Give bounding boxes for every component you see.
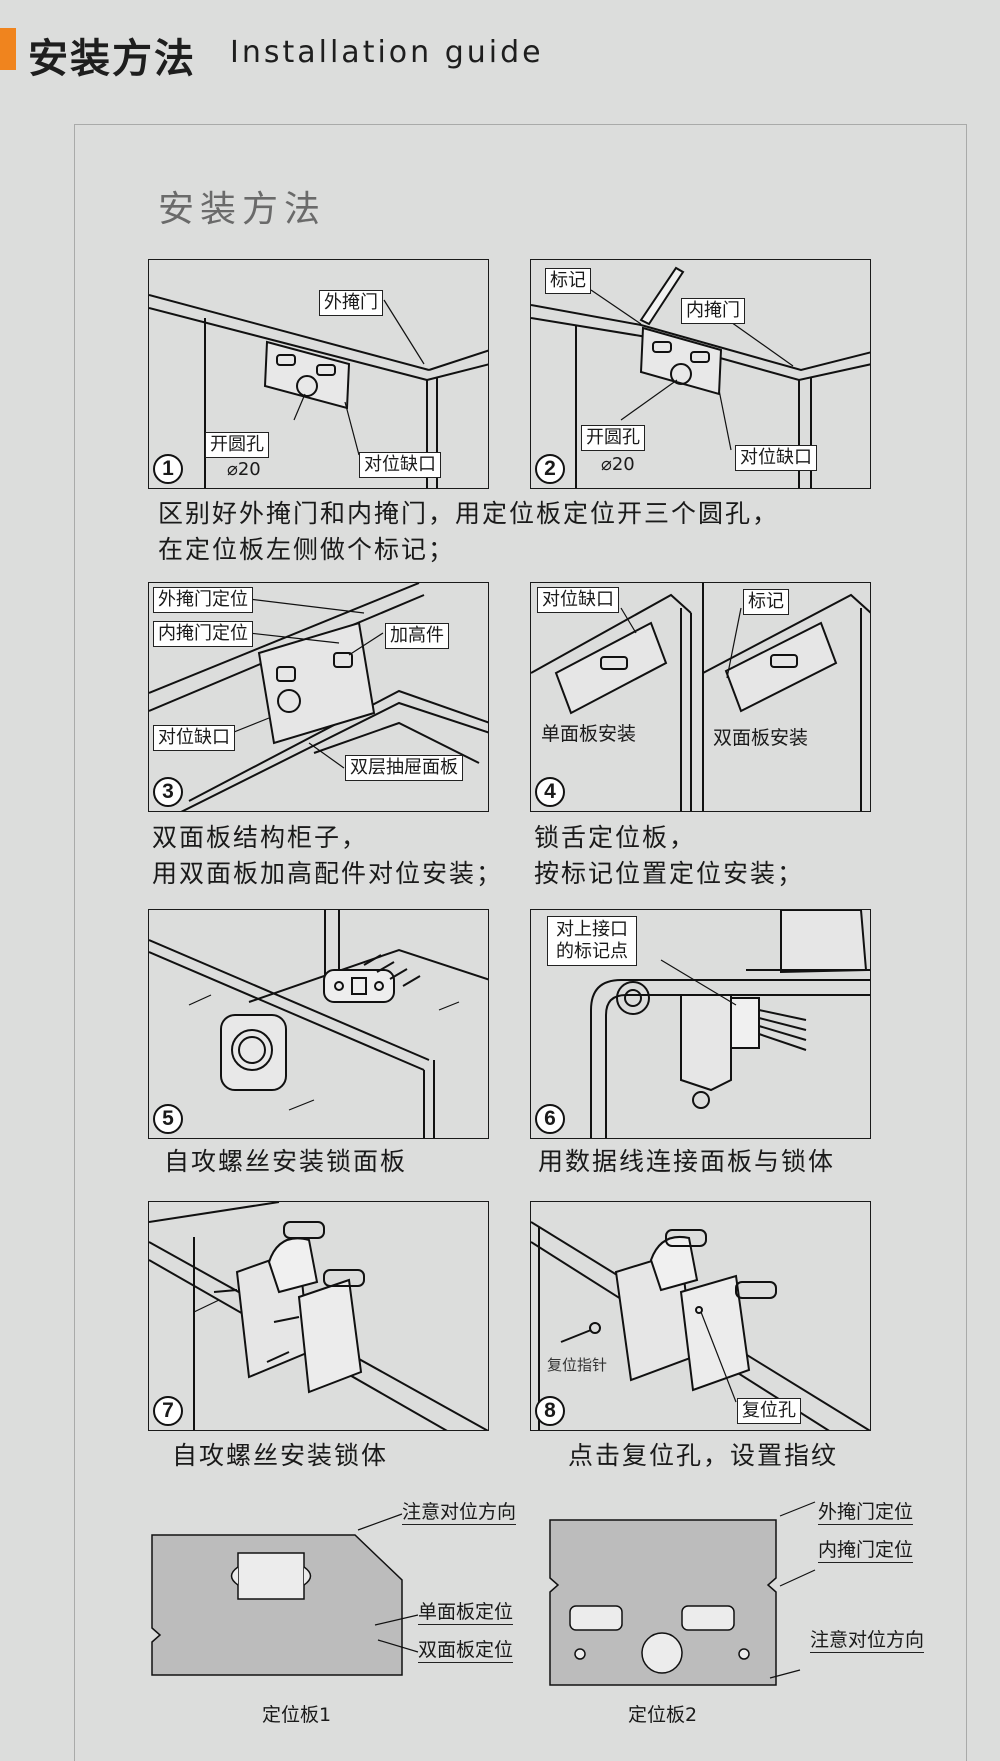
label-alignment-notch: 对位缺口	[153, 725, 235, 751]
label-mark: 标记	[743, 589, 789, 615]
label-connector-mark-line-1: 对上接口	[556, 919, 628, 940]
header: 安装方法 Installation guide	[0, 22, 1000, 82]
label-alignment-notch: 对位缺口	[735, 445, 817, 471]
accent-bar	[0, 28, 16, 70]
step-6-number: 6	[535, 1104, 565, 1134]
step-6-illustration	[590, 910, 870, 1138]
plate-2-name: 定位板2	[628, 1704, 698, 1726]
caption-step-5: 自攻螺丝安装锁面板	[164, 1147, 408, 1176]
label-outer-door-position: 外掩门定位	[153, 587, 253, 613]
label-reset-hole: 复位孔	[737, 1398, 801, 1424]
caption-step-4-line-2: 按标记位置定位安装；	[534, 859, 805, 888]
step-7-number: 7	[153, 1396, 183, 1426]
step-2-number: 2	[535, 454, 565, 484]
step-3-panel: 外掩门定位 内掩门定位 加高件 对位缺口 双层抽屉面板 3	[148, 582, 489, 812]
label-connector-mark-line-2: 的标记点	[556, 941, 628, 962]
caption-step-7: 自攻螺丝安装锁体	[172, 1441, 389, 1470]
step-8-panel: 复位指针 复位孔 8	[530, 1201, 871, 1431]
plate-1-drawing	[151, 1513, 419, 1676]
step-4-illustration	[531, 583, 870, 811]
step-8-number: 8	[535, 1396, 565, 1426]
caption-step-6: 用数据线连接面板与锁体	[538, 1147, 836, 1176]
label-inner-door-position: 内掩门定位	[153, 621, 253, 647]
step-1-number: 1	[153, 454, 183, 484]
label-alignment-notch: 对位缺口	[359, 452, 441, 478]
caption-step-8: 点击复位孔，设置指纹	[568, 1441, 839, 1470]
step-5-number: 5	[153, 1104, 183, 1134]
step-1-illustration	[149, 294, 488, 488]
label-outer-door: 外掩门	[319, 290, 383, 316]
plate-1-label-alignment-direction: 注意对位方向	[402, 1501, 517, 1525]
caption-step-3-line-1: 双面板结构柜子，	[152, 823, 369, 852]
step-7-panel: 7	[148, 1201, 489, 1431]
caption-step-3-line-2: 用双面板加高配件对位安装；	[152, 859, 504, 888]
section-title: 安装方法	[158, 189, 327, 230]
label-riser-piece: 加高件	[385, 623, 449, 649]
content-frame	[74, 124, 967, 1761]
label-open-hole: 开圆孔	[581, 425, 645, 451]
header-title-cn: 安装方法	[28, 36, 196, 82]
label-alignment-notch: 对位缺口	[537, 587, 619, 613]
step-5-illustration	[149, 910, 488, 1138]
label-connector-mark: 对上接口 的标记点	[547, 916, 637, 966]
label-open-hole: 开圆孔	[205, 432, 269, 458]
caption-steps-1-2-line-2: 在定位板左侧做个标记；	[158, 535, 456, 564]
step-7-illustration	[149, 1202, 488, 1430]
plate-1-label-double-panel: 双面板定位	[418, 1639, 514, 1663]
label-reset-pin: 复位指针	[547, 1356, 608, 1374]
label-diameter: ⌀20	[601, 454, 635, 475]
label-double-drawer-panel: 双层抽屉面板	[345, 755, 463, 781]
label-diameter: ⌀20	[227, 459, 261, 480]
header-title-en: Installation guide	[230, 35, 544, 70]
label-mark: 标记	[545, 268, 591, 294]
caption-step-4-line-1: 锁舌定位板，	[534, 823, 697, 852]
step-1-panel: 外掩门 开圆孔 ⌀20 对位缺口 1	[148, 259, 489, 489]
plate-2-label-outer-door: 外掩门定位	[818, 1501, 914, 1525]
step-5-panel: 5	[148, 909, 489, 1139]
plate-2-label-alignment-direction: 注意对位方向	[810, 1629, 925, 1653]
plate-2-label-inner-door: 内掩门定位	[818, 1539, 914, 1563]
step-4-panel: 对位缺口 标记 单面板安装 双面板安装 4	[530, 582, 871, 812]
step-2-illustration	[531, 266, 870, 488]
step-3-illustration	[149, 583, 488, 811]
step-6-panel: 对上接口 的标记点 6	[530, 909, 871, 1139]
label-double-panel-install: 双面板安装	[713, 727, 809, 749]
label-single-panel-install: 单面板安装	[541, 723, 637, 745]
step-2-panel: 标记 内掩门 开圆孔 ⌀20 对位缺口 2	[530, 259, 871, 489]
label-inner-door: 内掩门	[681, 298, 745, 324]
plate-1-name: 定位板1	[262, 1704, 332, 1726]
plate-1-label-single-panel: 单面板定位	[418, 1601, 514, 1625]
step-4-number: 4	[535, 777, 565, 807]
step-8-illustration	[531, 1221, 870, 1430]
caption-steps-1-2-line-1: 区别好外掩门和内掩门，用定位板定位开三个圆孔，	[158, 499, 780, 528]
step-3-number: 3	[153, 777, 183, 807]
plate-2-drawing	[549, 1501, 816, 1686]
